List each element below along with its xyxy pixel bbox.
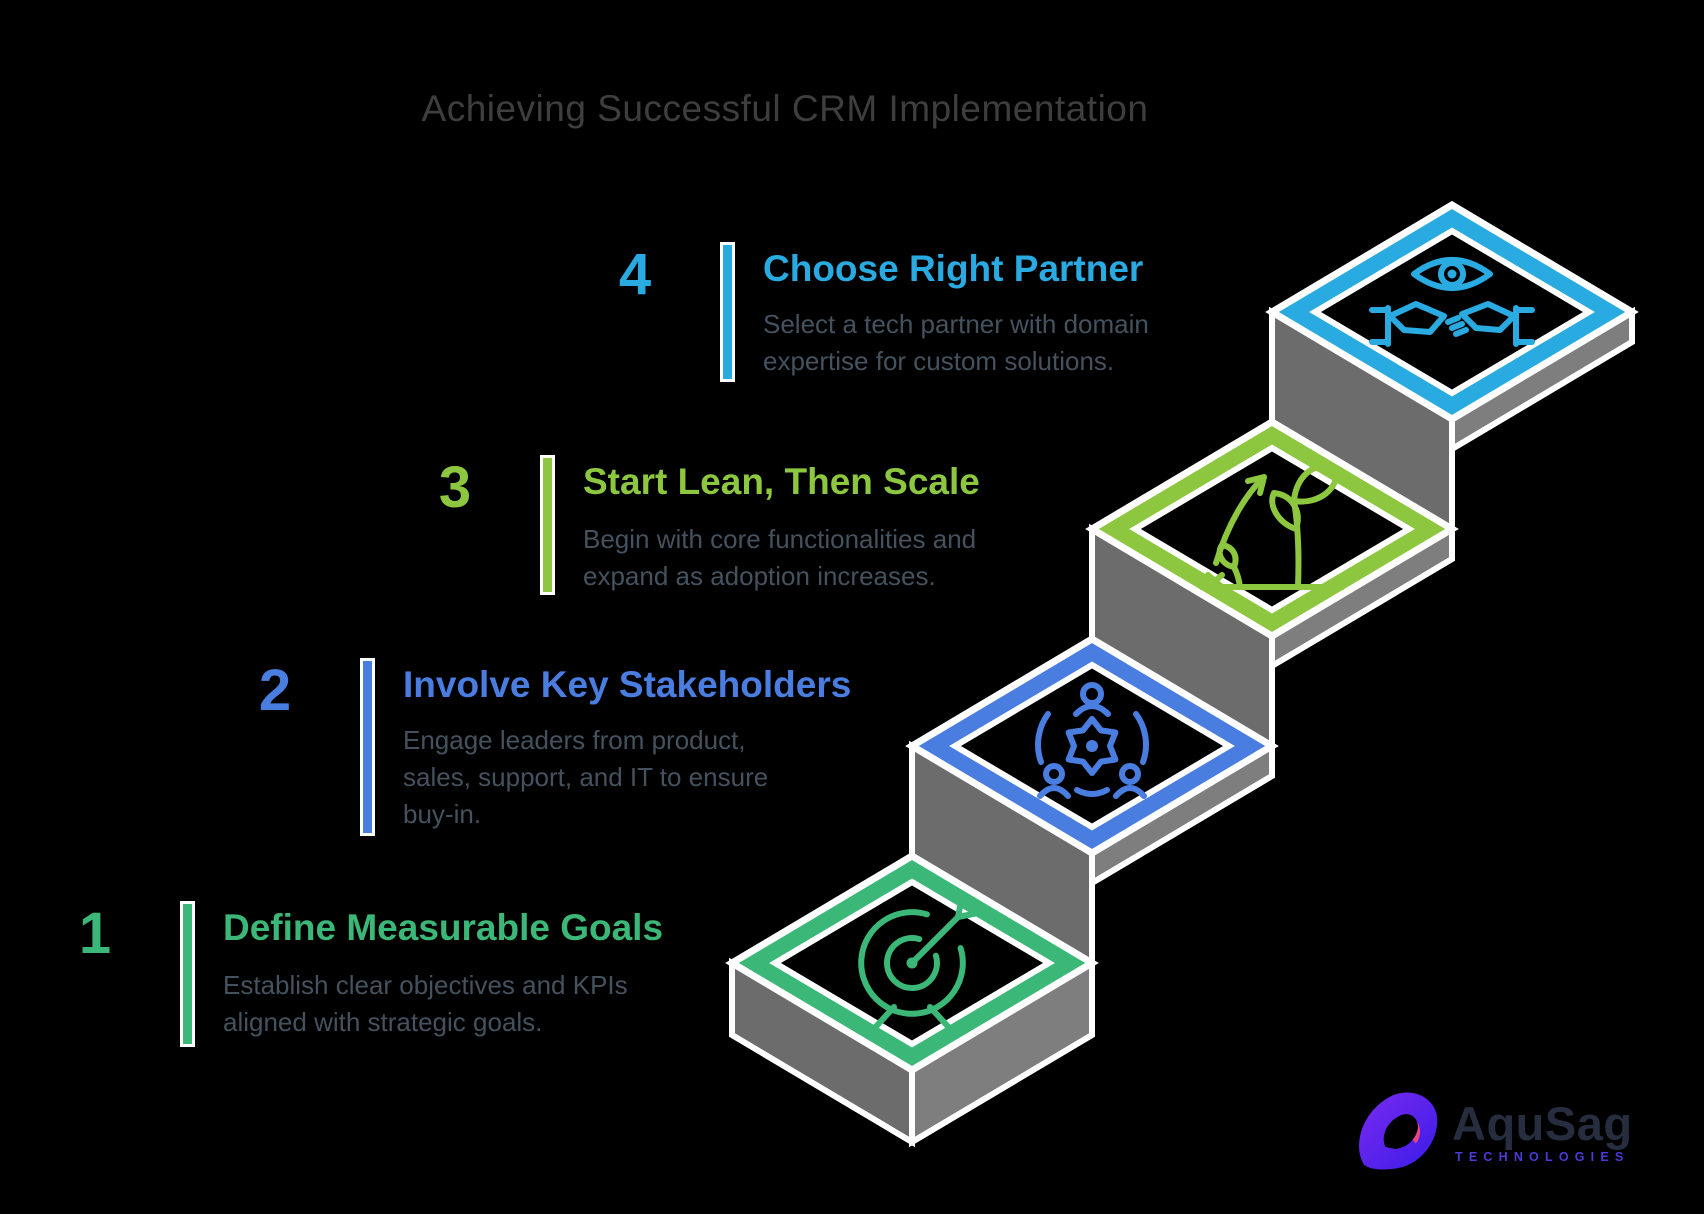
growth-plant-icon: [1199, 462, 1345, 590]
step-number-1: 1: [78, 901, 112, 966]
stair-step-3: [1085, 417, 1459, 769]
stair-inner-face: [1309, 227, 1595, 397]
desc-line: sales, support, and IT to ensure: [403, 762, 769, 792]
step-accent-bar-1: [180, 901, 195, 1047]
desc-line: Select a tech partner with domain: [763, 309, 1149, 339]
step-description-3: Begin with core functionalities and expa…: [583, 521, 976, 595]
stair-step-1: [725, 851, 1099, 1148]
logo-wordmark: AquSag: [1452, 1097, 1633, 1150]
step-number-3: 3: [438, 455, 472, 520]
stair-step-4: [1265, 200, 1639, 552]
step-description-2: Engage leaders from product, sales, supp…: [403, 722, 768, 833]
step-title-3: Start Lean, Then Scale: [583, 461, 980, 502]
step-accent-bar-3: [540, 455, 555, 595]
eye-handshake-icon: [1369, 257, 1535, 347]
stair-step-2: [905, 634, 1279, 986]
desc-line: Establish clear objectives and KPIs: [223, 970, 628, 1000]
step-title-1: Define Measurable Goals: [223, 907, 664, 948]
step-accent-bar-4: [720, 242, 735, 382]
step-description-4: Select a tech partner with domain expert…: [763, 306, 1149, 380]
aqusag-logo-icon: [1359, 1092, 1438, 1170]
step-accent-bar-2: [360, 658, 375, 836]
step-description-1: Establish clear objectives and KPIs alig…: [223, 967, 628, 1041]
logo-tagline: TECHNOLOGIES: [1455, 1150, 1630, 1164]
stair-inner-face: [1129, 444, 1415, 614]
desc-line: expertise for custom solutions.: [763, 346, 1115, 376]
desc-line: expand as adoption increases.: [583, 561, 936, 591]
step-title-4: Choose Right Partner: [763, 248, 1144, 289]
desc-line: Begin with core functionalities and: [583, 524, 977, 554]
desc-line: aligned with strategic goals.: [223, 1007, 543, 1037]
desc-line: buy-in.: [403, 799, 482, 829]
desc-line: Engage leaders from product,: [403, 725, 746, 755]
step-number-2: 2: [258, 658, 292, 723]
target-icon: [858, 894, 981, 1036]
step-number-4: 4: [618, 242, 652, 307]
stakeholders-gear-icon: [1035, 682, 1149, 799]
logo: AquSag TECHNOLOGIES: [1352, 1086, 1682, 1182]
page-title: Achieving Successful CRM Implementation: [421, 88, 1149, 129]
step-title-2: Involve Key Stakeholders: [403, 664, 852, 705]
